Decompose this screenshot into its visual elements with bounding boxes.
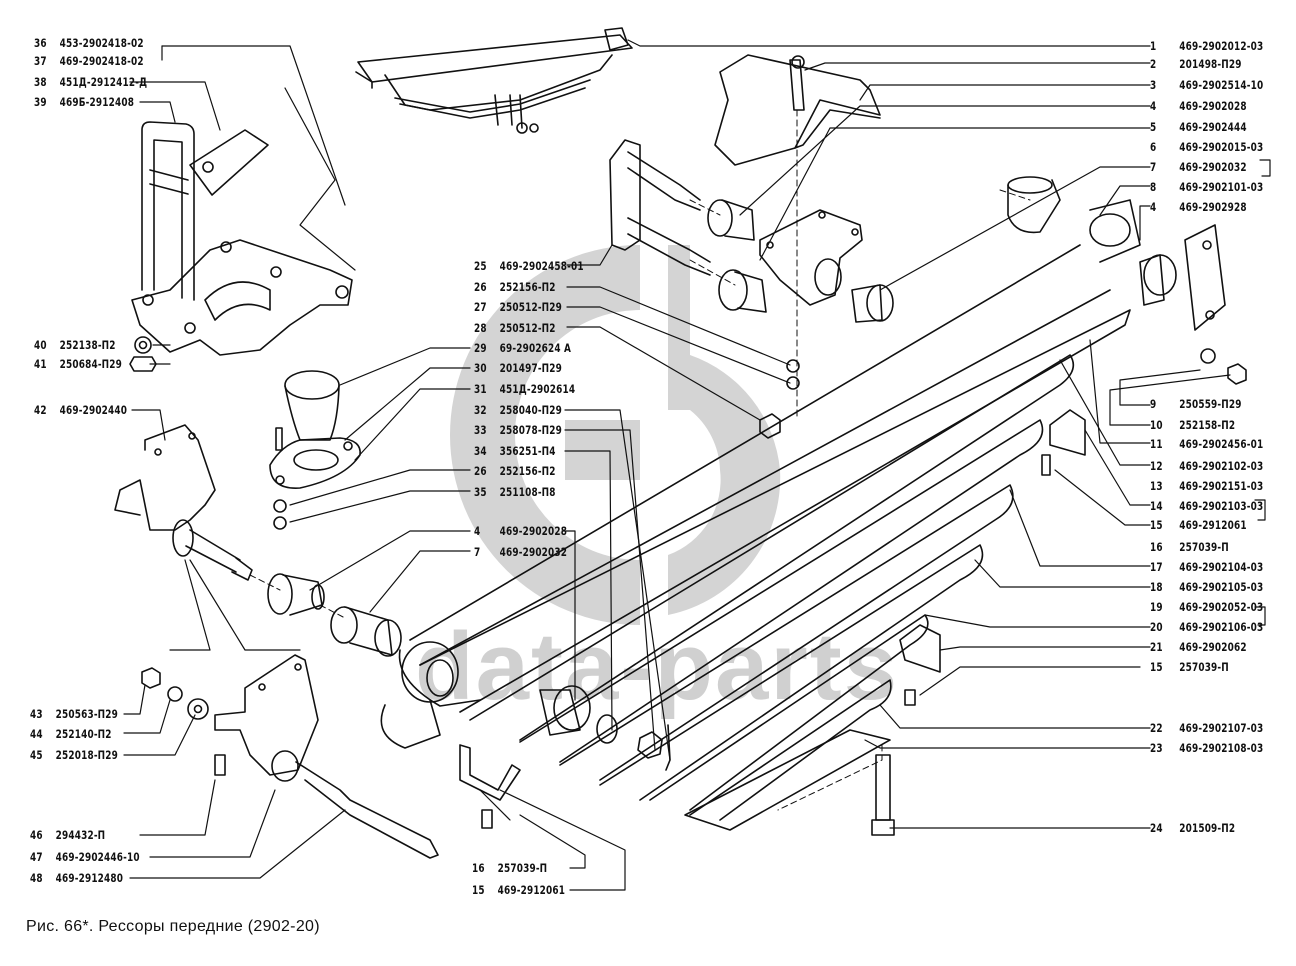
- part-label: 26 252156-П2: [474, 464, 556, 478]
- part-label: 47 469-2902446-10: [30, 850, 140, 864]
- part-label: 28 250512-П2: [474, 321, 556, 335]
- washer-and-nut-40-41: [129, 336, 157, 372]
- watermark-g-shape: [450, 245, 640, 625]
- watermark-b-shape: [668, 245, 781, 615]
- center-bolt-parts: [481, 454, 1051, 836]
- part-label: 46 294432-П: [30, 828, 106, 842]
- part-label: 34 356251-П4: [474, 444, 556, 458]
- part-label: 36 453-2902418-02: [34, 36, 144, 50]
- part-label: 45 252018-П29: [30, 748, 119, 762]
- rubber-bushing-4-right: [851, 284, 894, 323]
- part-label: 39 469Б-2912408: [34, 95, 135, 109]
- part-label: 25 469-2902458-01: [474, 259, 584, 273]
- u-bolt-and-pad: [141, 121, 269, 301]
- part-label: 42 469-2902440: [34, 403, 128, 417]
- part-label: 31 451Д-2902614: [474, 382, 576, 396]
- shackle-pins-25: [609, 139, 711, 276]
- spring-eye-sleeves-7-8: [1007, 176, 1141, 263]
- frame-bracket-3: [714, 54, 881, 166]
- part-label: 38 451Д-2912412-Д: [34, 75, 148, 89]
- figure-caption: Рис. 66*. Рессоры передние (2902-20): [26, 918, 320, 935]
- part-label: 43 250563-П29: [30, 707, 119, 721]
- part-label: 4 469-2902028: [474, 524, 568, 538]
- part-label: 33 258078-П29: [474, 423, 563, 437]
- part-label: 26 252156-П2: [474, 280, 556, 294]
- rubber-bushing-4-left: [267, 573, 325, 616]
- spring-clips: [459, 409, 1086, 801]
- part-label: 48 469-2912480: [30, 871, 124, 885]
- rear-bracket-assembly: [214, 654, 439, 859]
- part-label: 37 469-2902418-02: [34, 54, 144, 68]
- part-label: 16 257039-П: [472, 861, 548, 875]
- part-label: 27 250512-П29: [474, 300, 563, 314]
- part-label: 35 251108-П8: [474, 485, 556, 499]
- steel-sleeve-7-left: [330, 606, 402, 657]
- nuts-26-28: [759, 359, 800, 439]
- rubber-bushing-and-plate-right: [1139, 224, 1247, 385]
- assembly-axes: [249, 109, 1031, 811]
- main-leaf-spring: [380, 244, 1131, 831]
- bump-stop: [269, 370, 361, 530]
- part-label: 41 250684-П29: [34, 357, 123, 371]
- leader-lines: [123, 39, 1271, 891]
- spring-bracket-casting: [131, 239, 353, 356]
- nut-washers-43-45: [141, 667, 209, 720]
- assembled-spring-thumbnail: [355, 27, 633, 134]
- front-bracket-42: [114, 424, 253, 581]
- part-label: 15 469-2912061: [472, 883, 566, 897]
- shackle-bracket-5: [759, 209, 863, 306]
- part-label: 30 201497-П29: [474, 361, 563, 375]
- part-label: 29 69-2902624 А: [474, 341, 572, 355]
- rubber-bushings-4-top: [707, 199, 767, 313]
- part-label: 44 252140-П2: [30, 727, 112, 741]
- part-label: 40 252138-П2: [34, 338, 116, 352]
- part-label: 32 258040-П29: [474, 403, 563, 417]
- part-label: 7 469-2902032: [474, 545, 568, 559]
